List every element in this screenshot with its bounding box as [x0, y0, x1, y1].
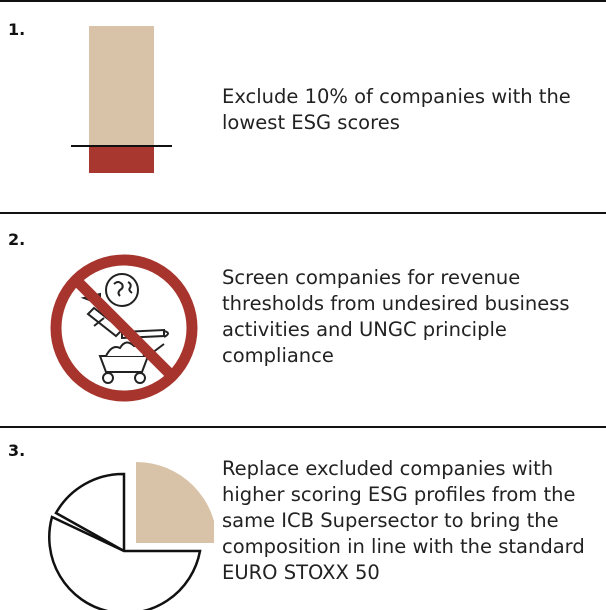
- step-number-1: 1.: [8, 20, 26, 39]
- globe-icon: [105, 273, 139, 307]
- step-number-2: 2.: [8, 230, 26, 249]
- pie-replace-icon: [48, 462, 214, 610]
- step-description-2: Screen companies for revenue thresholds …: [222, 266, 570, 367]
- section-divider-1: [0, 0, 606, 2]
- mining-cart-icon: [98, 341, 165, 384]
- bar-threshold-icon: [71, 26, 172, 173]
- step-number-3: 3.: [8, 441, 26, 460]
- section-divider-3: [0, 426, 606, 428]
- step-description-3: Replace excluded companies with higher s…: [222, 457, 585, 584]
- step-description-1: Exclude 10% of companies with the lowest…: [222, 85, 571, 134]
- section-divider-2: [0, 212, 606, 214]
- prohibited-activities-icon: [50, 254, 198, 402]
